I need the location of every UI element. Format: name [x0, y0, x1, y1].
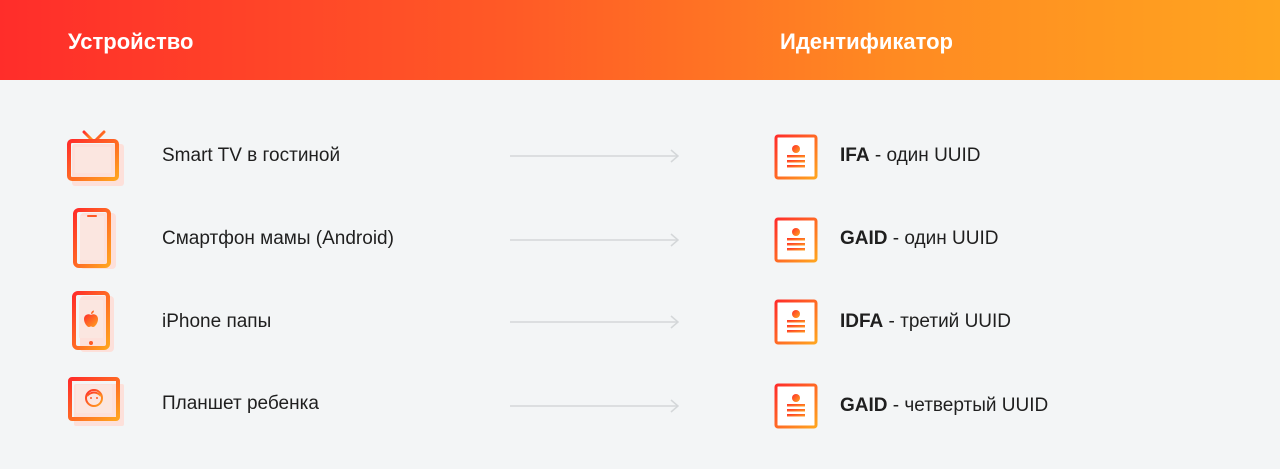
device-row-tablet: Планшет ребенка GAID - четвертый UUID	[0, 374, 1280, 444]
device-label: iPhone папы	[162, 311, 272, 332]
table-header: Устройство Идентификатор	[0, 0, 1280, 80]
device-row-smart-tv: Smart TV в гостиной IFA - один UUID	[0, 130, 1280, 200]
identifier-label: GAID - один UUID	[840, 228, 999, 249]
device-label: Смартфон мамы (Android)	[162, 228, 394, 249]
tv-icon	[67, 130, 124, 186]
device-label: Планшет ребенка	[162, 393, 319, 414]
device-row-iphone: iPhone папы IDFA - третий UUID	[0, 290, 1280, 360]
device-label: Smart TV в гостиной	[162, 145, 341, 166]
device-row-android: Смартфон мамы (Android) GAID - один UUID	[0, 207, 1280, 277]
iphone-apple-icon	[72, 291, 114, 352]
smartphone-icon	[73, 208, 116, 269]
tablet-child-icon	[68, 377, 124, 426]
id-card-icon	[774, 217, 818, 263]
arrow-icon	[510, 149, 680, 163]
arrow-icon	[510, 233, 680, 247]
identifier-label: IFA - один UUID	[840, 145, 981, 166]
arrow-icon	[510, 315, 680, 329]
id-card-icon	[774, 383, 818, 429]
id-card-icon	[774, 299, 818, 345]
arrow-icon	[510, 399, 680, 413]
device-column-header: Устройство	[68, 29, 194, 54]
identifier-column-header: Идентификатор	[780, 29, 953, 54]
id-card-icon	[774, 134, 818, 180]
identifier-label: IDFA - третий UUID	[840, 311, 1012, 332]
identifier-label: GAID - четвертый UUID	[840, 395, 1049, 416]
